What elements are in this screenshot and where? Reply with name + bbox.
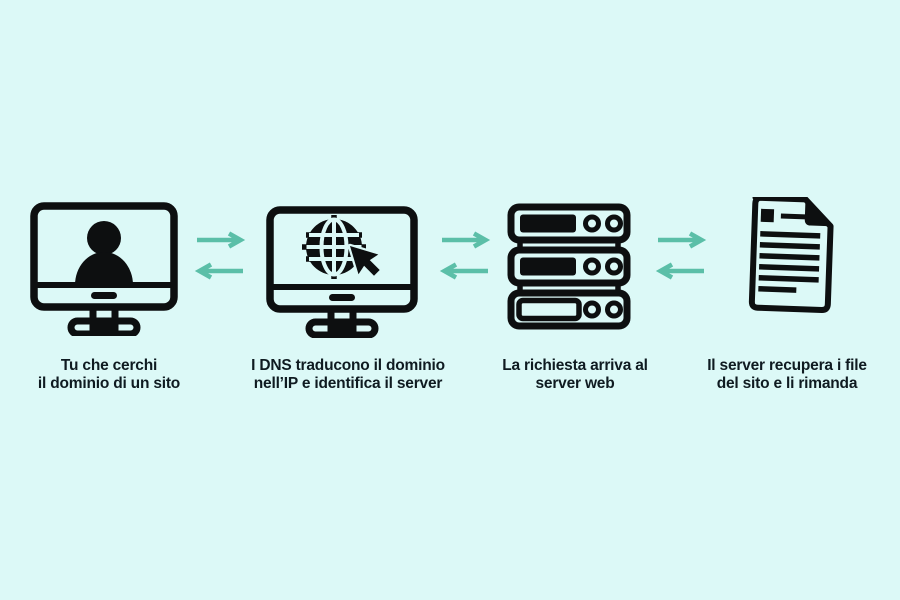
connector-user-dns bbox=[194, 231, 251, 280]
monitor-globe-cursor-icon bbox=[266, 206, 418, 338]
person-silhouette bbox=[75, 221, 133, 285]
arrow-left-icon bbox=[439, 262, 488, 280]
monitor-stand-base bbox=[67, 317, 141, 336]
arrow-right-icon bbox=[197, 231, 246, 249]
caption-line: server web bbox=[535, 374, 615, 392]
server-rack-icon bbox=[507, 203, 631, 330]
caption-step-2: I DNS traducono il dominio nell’IP e ide… bbox=[243, 357, 453, 392]
caption-step-4: Il server recupera i file del sito e li … bbox=[682, 357, 892, 392]
arrow-left-icon bbox=[655, 262, 704, 280]
caption-line: il dominio di un sito bbox=[37, 374, 181, 392]
caption-line: Tu che cerchi bbox=[60, 357, 158, 374]
folded-corner bbox=[804, 199, 831, 227]
arrow-left-icon bbox=[194, 262, 243, 280]
caption-line: I DNS traducono il dominio bbox=[251, 357, 445, 374]
monitor-frame bbox=[266, 206, 418, 313]
caption-line: La richiesta arriva al bbox=[502, 357, 648, 374]
connector-dns-server bbox=[439, 231, 496, 280]
arrow-right-icon bbox=[442, 231, 491, 249]
document-stack-icon bbox=[722, 197, 835, 326]
mouse-cursor-icon bbox=[347, 243, 382, 278]
caption-step-3: La richiesta arriva al server web bbox=[470, 357, 680, 392]
server-unit-1 bbox=[507, 203, 631, 244]
caption-line: nell’IP e identifica il server bbox=[253, 374, 443, 392]
monitor-frame bbox=[30, 202, 178, 311]
server-unit-2 bbox=[507, 246, 631, 287]
page-text-lines bbox=[758, 208, 821, 293]
arrow-right-icon bbox=[658, 231, 707, 249]
monitor-user-icon bbox=[30, 202, 178, 336]
top-page bbox=[748, 197, 834, 313]
connector-server-files bbox=[655, 231, 712, 280]
monitor-stand-base bbox=[305, 318, 379, 338]
server-unit-3 bbox=[507, 289, 631, 330]
caption-line: Il server recupera i file bbox=[707, 357, 867, 374]
caption-step-1: Tu che cerchi il dominio di un sito bbox=[4, 357, 214, 392]
caption-line: del sito e li rimanda bbox=[716, 374, 858, 392]
